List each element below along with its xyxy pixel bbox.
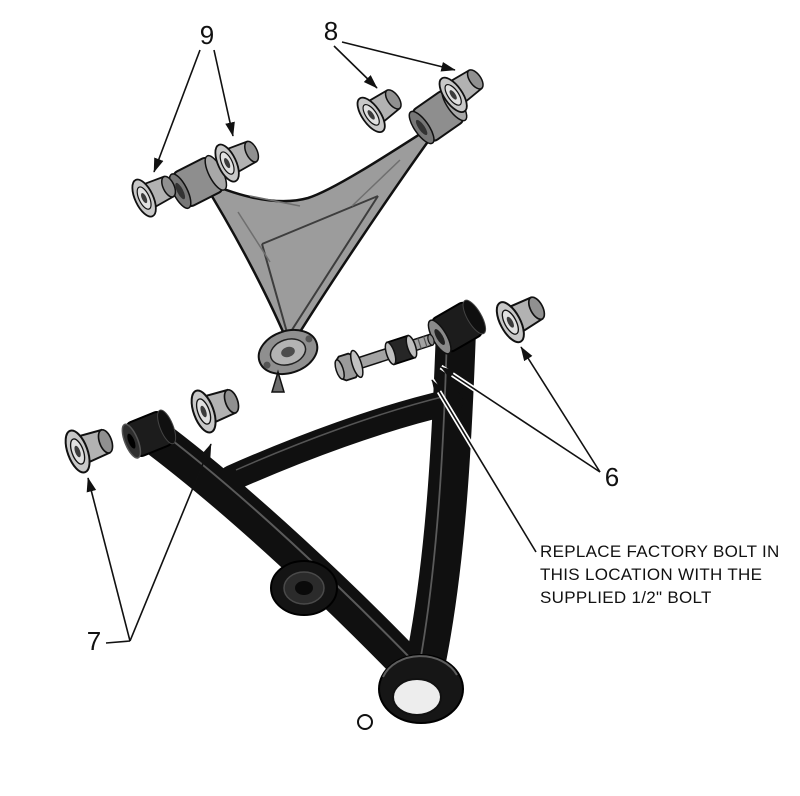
callout-9-leader-1 bbox=[153, 49, 201, 173]
lower-arm-center-boss bbox=[270, 560, 338, 616]
callout-8-leader-1 bbox=[333, 45, 378, 89]
callout-8-leader-2 bbox=[341, 41, 456, 72]
callout-7-leader-stem bbox=[105, 640, 131, 644]
upper-arm-ribs bbox=[261, 195, 379, 337]
lower-arm-left-beam bbox=[132, 415, 434, 692]
callout-6: 6 bbox=[439, 345, 619, 492]
bolt-note-line-2: THIS LOCATION WITH THE bbox=[540, 565, 762, 584]
callout-8: 8 bbox=[324, 16, 456, 89]
callout-6-leader-1 bbox=[520, 346, 601, 473]
bolt-note-leader bbox=[431, 379, 537, 553]
lower-arm-brace bbox=[219, 389, 463, 491]
bolt-sleeve-bushing bbox=[384, 334, 418, 366]
lower-arm-right-tube bbox=[427, 299, 487, 355]
callout-9: 9 bbox=[153, 20, 235, 173]
lower-arm-ball-joint-cup bbox=[378, 654, 464, 724]
upper-arm-ball-stud bbox=[270, 369, 286, 393]
upper-arm-ball-joint bbox=[257, 328, 319, 376]
upper-arm-shading bbox=[237, 159, 401, 263]
callout-7: 7 bbox=[86, 443, 212, 656]
upper-control-arm bbox=[168, 87, 468, 393]
bolt-note-line-1: REPLACE FACTORY BOLT IN bbox=[540, 542, 780, 561]
lower-arm-highlight-3 bbox=[235, 395, 447, 471]
upper-arm-left-tube bbox=[168, 154, 228, 210]
callout-7-leader-2 bbox=[129, 443, 212, 642]
lower-arm-highlight-1 bbox=[151, 424, 415, 663]
ball-joint-stud-hole bbox=[357, 714, 373, 730]
callout-9-leader-2 bbox=[213, 49, 235, 137]
callout-8-label: 8 bbox=[324, 16, 338, 46]
callout-6-label: 6 bbox=[605, 462, 619, 492]
callout-7-leader-1 bbox=[86, 477, 131, 642]
callout-9-label: 9 bbox=[200, 20, 214, 50]
lower-arm-left-tube bbox=[121, 409, 177, 459]
bolt-note-line-3: SUPPLIED 1/2" BOLT bbox=[540, 588, 712, 607]
bolt-note: REPLACE FACTORY BOLT IN THIS LOCATION WI… bbox=[429, 378, 780, 607]
callout-6-leader-2 bbox=[440, 366, 601, 473]
callout-7-label: 7 bbox=[87, 626, 101, 656]
